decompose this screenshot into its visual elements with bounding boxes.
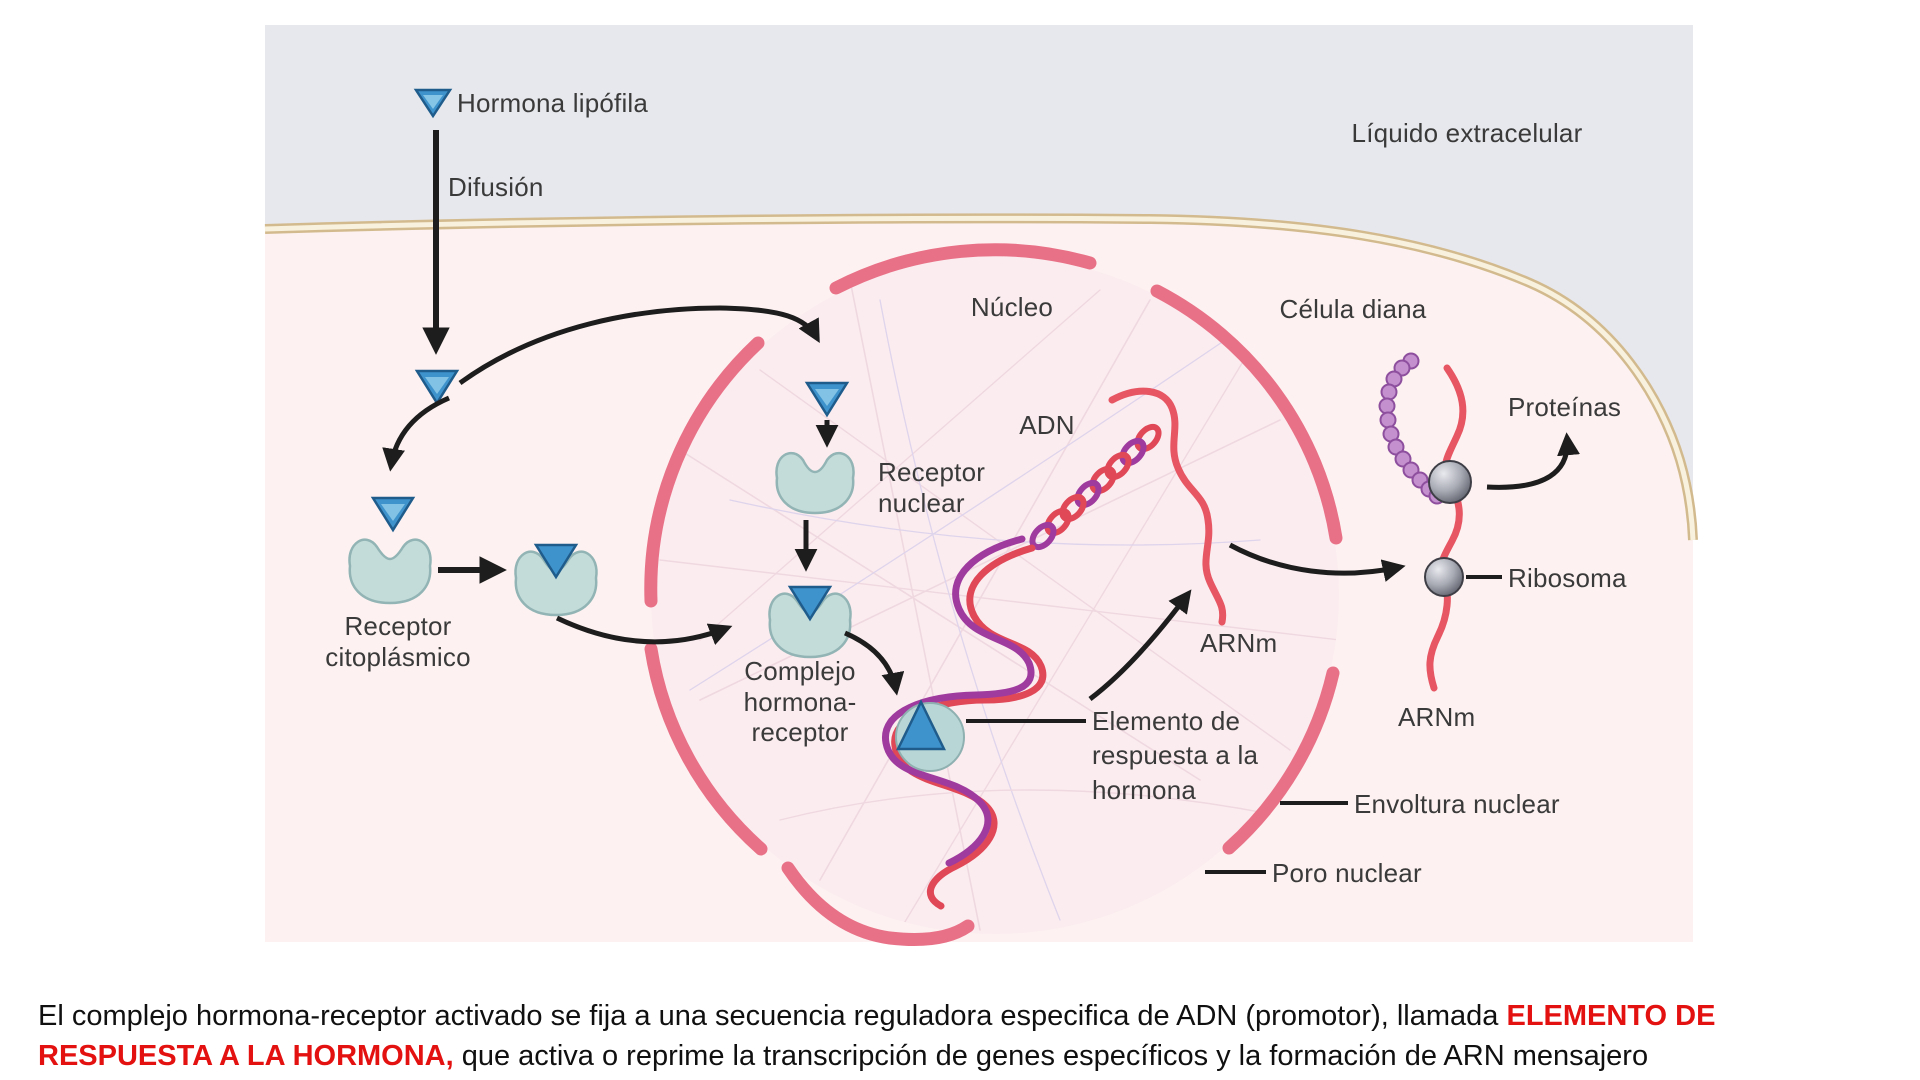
dna-strand-purple xyxy=(882,535,1035,867)
label-receptor-nuclear: Receptor nuclear xyxy=(878,457,985,518)
complex-into-nucleus-arrow xyxy=(555,615,733,645)
caption-text: que activa o reprime la transcripción de… xyxy=(453,1040,1649,1072)
hormone-in-cytoplasm xyxy=(414,369,460,406)
label-line: Receptor xyxy=(878,457,986,487)
label-complejo-hormona-receptor: Complejo hormona- receptor xyxy=(744,656,857,748)
nuclear-receptor xyxy=(775,452,855,515)
translation-arrow xyxy=(1486,432,1580,490)
envelope-arc-lower-right xyxy=(1222,666,1340,855)
label-line: Receptor xyxy=(344,611,452,641)
label-proteinas: Proteínas xyxy=(1508,392,1622,422)
hormone-triangle-icon xyxy=(533,543,579,580)
envelope-arc-upper-left xyxy=(644,336,765,608)
hormone-in-nucleus xyxy=(804,381,850,418)
nuclear-envelope xyxy=(644,243,1343,946)
hormone-triangle-icon xyxy=(895,699,947,751)
label-line: receptor xyxy=(751,717,849,748)
label-line: hormona xyxy=(1092,774,1197,805)
label-line: Complejo xyxy=(744,656,856,686)
envelope-arc-upper-right xyxy=(1150,284,1343,545)
label-envoltura-nuclear: Envoltura nuclear xyxy=(1354,789,1560,819)
complex-to-dna-arrow xyxy=(844,630,905,696)
label-line: nuclear xyxy=(878,487,965,518)
label-celula-diana: Célula diana xyxy=(1279,294,1427,324)
label-line: Elemento de xyxy=(1092,706,1241,736)
mrna-strand-cytoplasm xyxy=(1426,364,1467,692)
label-elemento-respuesta: Elemento de respuesta a la hormona xyxy=(1092,704,1258,807)
to-nucleus-arrow xyxy=(458,305,820,386)
mrna-strand-nucleus xyxy=(1108,387,1227,626)
extracellular-region xyxy=(265,25,1693,540)
caption-highlight: ELEMENTO DE RESPUESTA A LA HORMONA, xyxy=(38,1000,1716,1072)
label-difusion: Difusión xyxy=(448,172,544,202)
hormone-above-receptor xyxy=(370,496,416,533)
label-liquido-extracelular: Líquido extracelular xyxy=(1351,118,1583,148)
label-receptor-citoplasmico: Receptor citoplásmico xyxy=(325,611,470,672)
pointer-lines xyxy=(966,575,1502,874)
label-hormona-lipofila: Hormona lipófila xyxy=(457,88,649,118)
label-arnm-citoplasma: ARNm xyxy=(1398,702,1476,732)
label-ribosoma: Ribosoma xyxy=(1508,563,1627,593)
caption: El complejo hormona-receptor activado se… xyxy=(38,996,1894,1076)
envelope-arc-bottom xyxy=(781,861,975,946)
transcription-arrow xyxy=(1088,589,1192,701)
label-poro-nuclear: Poro nuclear xyxy=(1272,858,1422,888)
label-arnm-nucleo: ARNm xyxy=(1200,628,1278,658)
to-cytoplasmic-receptor-arrow xyxy=(382,395,450,472)
label-line: hormona- xyxy=(743,686,857,717)
hormone-triangle-icon xyxy=(787,585,833,622)
plasma-membrane xyxy=(264,213,1698,541)
ribosome-lower xyxy=(1424,557,1464,597)
ribosome-upper xyxy=(1428,460,1472,504)
response-element-complex xyxy=(895,699,965,772)
protein-chain xyxy=(1378,352,1446,505)
mrna-export-arrow xyxy=(1228,542,1406,582)
nuclear-complex xyxy=(768,585,852,659)
label-line: citoplásmico xyxy=(325,641,471,672)
hormone-legend-icon xyxy=(413,88,453,119)
label-line: respuesta a la xyxy=(1092,740,1259,771)
cytoplasmic-receptor xyxy=(348,538,432,605)
envelope-arc-lower-left xyxy=(644,642,768,856)
envelope-arc-top xyxy=(829,243,1097,295)
caption-text: El complejo hormona-receptor activado se… xyxy=(38,1000,1507,1032)
cytoplasmic-complex xyxy=(514,543,598,617)
label-adn: ADN xyxy=(1019,410,1075,440)
label-nucleo: Núcleo xyxy=(970,292,1054,322)
chromatin-web xyxy=(659,279,1339,931)
